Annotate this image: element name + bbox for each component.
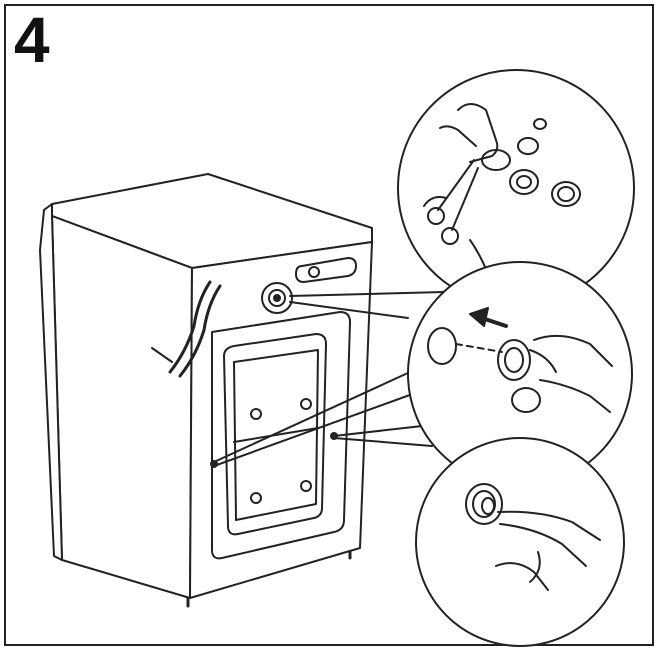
callout-leaders — [213, 291, 445, 467]
rear-screw-hole — [300, 480, 312, 492]
detail-circle-insert-cap — [407, 261, 633, 487]
detail-circle-press-cap — [415, 437, 625, 647]
rear-screw-hole — [300, 398, 312, 410]
step-number: 4 — [14, 4, 50, 76]
finger-icon — [497, 510, 601, 541]
machine-side-panel — [51, 215, 193, 599]
detail-circle-remove-bolts — [397, 69, 635, 307]
washing-machine — [39, 173, 373, 608]
hand-icon — [533, 334, 613, 367]
water-inlet — [295, 257, 357, 283]
rear-screw-hole — [250, 408, 262, 420]
transit-bolt-top — [261, 282, 293, 314]
drain-hose — [168, 280, 212, 374]
rear-screw-hole — [250, 492, 262, 504]
scissors-icon — [437, 159, 479, 231]
rear-panel-recess — [211, 311, 351, 560]
hand-icon — [457, 103, 499, 163]
